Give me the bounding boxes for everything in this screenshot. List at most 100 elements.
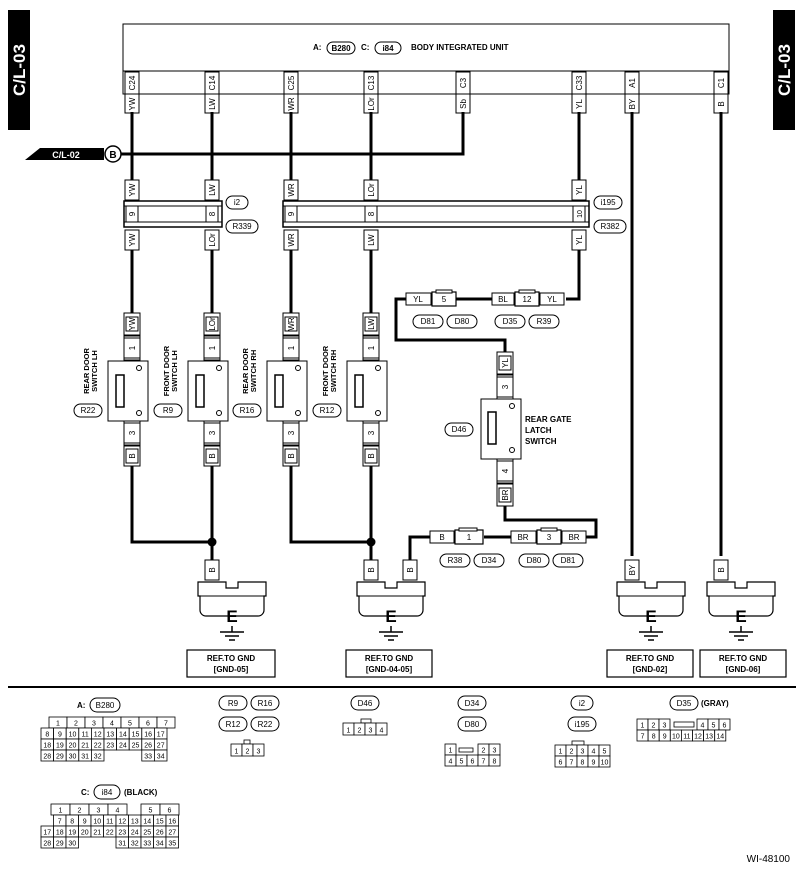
switch-bot-pin: 3 bbox=[367, 430, 376, 435]
legend-pin: 4 bbox=[116, 808, 120, 815]
unit-conn-a-prefix: A: bbox=[313, 43, 321, 52]
legend-i195-id: i195 bbox=[574, 720, 590, 729]
legend-i84-id: i84 bbox=[102, 788, 113, 797]
yl-chain-conn-2: D80 bbox=[455, 317, 470, 326]
wire-label-lower-3: LW bbox=[363, 229, 379, 251]
ground-code: [GND-06] bbox=[726, 665, 761, 674]
legend-pin: 4 bbox=[449, 759, 453, 766]
switch-name-line1: FRONT DOOR bbox=[162, 345, 171, 396]
wire-label-lower-4: YL bbox=[571, 229, 587, 251]
legend-pin: 7 bbox=[164, 721, 168, 728]
legend-pin: 18 bbox=[56, 830, 64, 837]
switch-top-pin: 1 bbox=[128, 345, 137, 350]
legend-pin: 10 bbox=[69, 732, 77, 739]
ground-wire-label: BY bbox=[628, 564, 637, 575]
ground-symbol: E bbox=[385, 607, 396, 626]
switch-conn: R9 bbox=[163, 406, 174, 415]
ground-ref: REF.TO GND bbox=[365, 654, 414, 663]
br-chain-conn-1: R38 bbox=[448, 556, 463, 565]
switch-name-line2: SWITCH RH bbox=[329, 350, 338, 393]
legend-pin: 14 bbox=[716, 734, 724, 741]
legend-pin: 34 bbox=[156, 841, 164, 848]
legend-pin: 6 bbox=[559, 760, 563, 767]
unit-conn-c-prefix: C: bbox=[361, 43, 369, 52]
legend-pin: 13 bbox=[131, 819, 139, 826]
br-chain-pin-1: 1 bbox=[467, 533, 472, 542]
legend-pin: 9 bbox=[592, 760, 596, 767]
legend-pin: 19 bbox=[56, 743, 64, 750]
wire-label-upper-2: WR bbox=[283, 179, 299, 201]
legend-pin: 24 bbox=[119, 743, 127, 750]
ground-wire-label: B bbox=[208, 567, 217, 572]
legend-pin: 1 bbox=[641, 723, 645, 730]
gate-label-1: REAR GATE bbox=[525, 415, 572, 424]
unit-pin-wire: Sb bbox=[459, 99, 468, 109]
legend-pin: 30 bbox=[69, 754, 77, 761]
legend-pin: 3 bbox=[257, 749, 261, 756]
switch-conn: R12 bbox=[320, 406, 335, 415]
switch-top-pin: 1 bbox=[208, 345, 217, 350]
legend-pin: 2 bbox=[74, 721, 78, 728]
unit-pin-wire: LW bbox=[208, 98, 217, 110]
yl-chain-pin-1: 5 bbox=[442, 295, 447, 304]
legend-pin: 11 bbox=[106, 819, 113, 826]
wire-label-lower-0: YW bbox=[124, 229, 140, 251]
joint-left-conn-bottom: R339 bbox=[232, 222, 252, 231]
gate-label-2: LATCH bbox=[525, 426, 552, 435]
ground-symbol: E bbox=[226, 607, 237, 626]
ground-ref: REF.TO GND bbox=[626, 654, 675, 663]
yl-chain-conn-1: D81 bbox=[421, 317, 436, 326]
legend-pin: 9 bbox=[83, 819, 87, 826]
switch-bot-pin: 3 bbox=[208, 430, 217, 435]
yl-chain-conn-4: R39 bbox=[537, 317, 552, 326]
legend-pin: 8 bbox=[652, 734, 656, 741]
legend-pin: 3 bbox=[493, 748, 497, 755]
offpage-label: C/L-02 bbox=[52, 150, 80, 160]
legend-pin: 33 bbox=[143, 841, 151, 848]
legend-pin: 14 bbox=[119, 732, 127, 739]
legend-pin: 24 bbox=[131, 830, 139, 837]
wire-junctions bbox=[207, 537, 376, 547]
legend-pin: 7 bbox=[58, 819, 62, 826]
legend-pin: 22 bbox=[94, 743, 102, 750]
legend-pin: 4 bbox=[110, 721, 114, 728]
unit-conn-c: i84 bbox=[382, 44, 394, 53]
wire-label-lower-4-text: YL bbox=[575, 235, 584, 245]
legend-pin: 4 bbox=[592, 749, 596, 756]
legend-pin: 23 bbox=[118, 830, 126, 837]
legend-pin: 4 bbox=[380, 728, 384, 735]
wire-label-lower-0-text: YW bbox=[128, 233, 137, 246]
legend-pin: 3 bbox=[663, 723, 667, 730]
offpage-connector: C/L-02 B bbox=[25, 145, 122, 163]
yl-chain-conn-3: D35 bbox=[503, 317, 518, 326]
legend-pin: 12 bbox=[94, 732, 102, 739]
legend-pin: 25 bbox=[143, 830, 151, 837]
legend-pin: 29 bbox=[56, 754, 64, 761]
page-tab-right-label: C/L-03 bbox=[775, 44, 794, 96]
yl-chain-pin-2: 12 bbox=[523, 295, 532, 304]
legend-pin: 8 bbox=[45, 732, 49, 739]
legend-pin: 32 bbox=[94, 754, 102, 761]
legend-d35-id: D35 bbox=[677, 699, 692, 708]
legend-pin: 10 bbox=[93, 819, 101, 826]
legend-pin: 5 bbox=[128, 721, 132, 728]
switch-name-line2: SWITCH RH bbox=[249, 350, 258, 393]
legend-pin: 6 bbox=[168, 808, 172, 815]
gate-bot-pin: 4 bbox=[501, 468, 510, 473]
wire-label-upper-0-text: YW bbox=[128, 183, 137, 196]
joint-right-conn-bottom: R382 bbox=[600, 222, 620, 231]
legend-pin: 23 bbox=[106, 743, 114, 750]
wire-label-upper-1-text: LW bbox=[208, 184, 217, 196]
unit-pin-wire: YW bbox=[128, 97, 137, 110]
ground-symbol: E bbox=[645, 607, 656, 626]
legend-pin: 26 bbox=[144, 743, 152, 750]
unit-pin-7: C1B bbox=[713, 71, 729, 114]
legend-pin: 6 bbox=[471, 759, 475, 766]
legend-i84-note: (BLACK) bbox=[124, 788, 158, 797]
